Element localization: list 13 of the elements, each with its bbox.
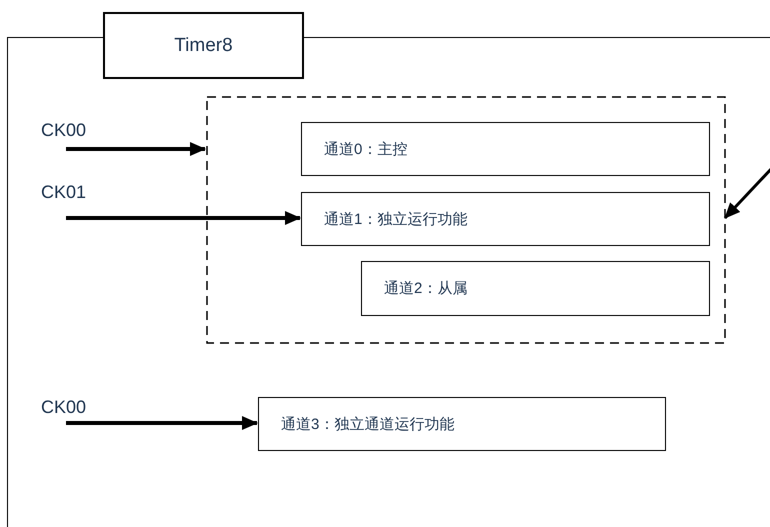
arrow — [724, 166, 770, 220]
channel-box: 通道1：独立运行功能 — [301, 192, 710, 246]
clock-label: CK01 — [41, 181, 111, 219]
arrow — [66, 142, 206, 156]
channel-box: 通道2：从属 — [361, 261, 710, 316]
dashed-group-box — [206, 96, 726, 344]
clock-label: CK00 — [41, 119, 111, 150]
channel-box: 通道3：独立通道运行功能 — [258, 397, 666, 451]
title-box: Timer8 — [103, 12, 304, 79]
channel-box: 通道0：主控 — [301, 122, 710, 176]
arrow — [66, 211, 301, 225]
arrow — [66, 416, 258, 430]
clock-label: CK00 — [41, 396, 111, 424]
